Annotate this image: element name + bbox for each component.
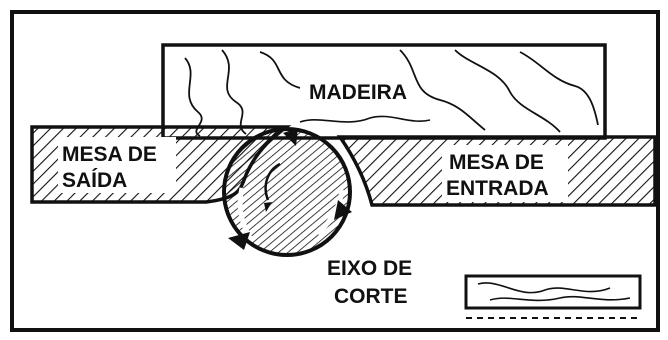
label-cutterhead-line1: EIXO DE [327,257,412,280]
wood-board [161,43,607,140]
outfeed-table [30,125,292,204]
label-cutterhead-line2: CORTE [334,285,408,308]
label-infeed-line2: ENTRADA [446,177,549,200]
label-outfeed-line1: MESA DE [62,143,157,166]
cutterhead [222,127,352,257]
infeed-table [336,135,657,207]
outer-frame [10,10,660,332]
label-infeed-line1: MESA DE [449,151,544,174]
label-wood: MADEIRA [309,81,407,104]
small-board-icon [464,274,642,319]
label-outfeed-line2: SAÍDA [62,169,127,192]
